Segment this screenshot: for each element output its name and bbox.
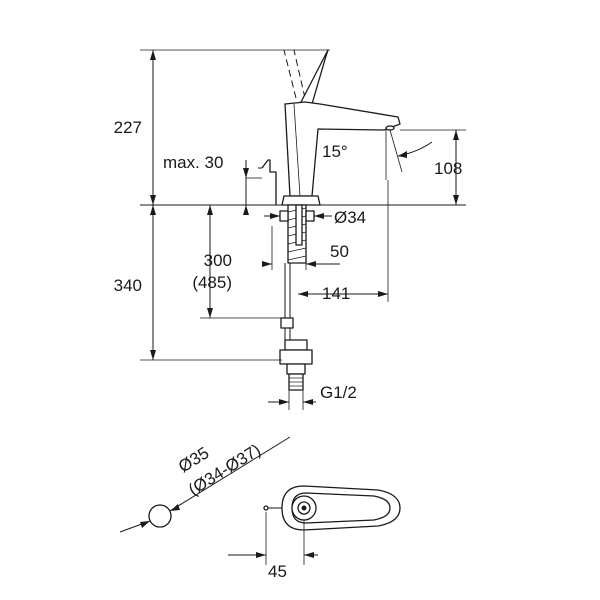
angle-valve xyxy=(279,339,313,391)
dimension-227: 227 xyxy=(114,49,330,205)
dimension-108-label: 108 xyxy=(434,159,462,178)
dimension-50: 50 xyxy=(262,226,349,270)
dimension-45-label: 45 xyxy=(268,562,287,581)
dimension-diameter-34-label: Ø34 xyxy=(334,208,366,227)
dimension-diameter-34: Ø34 xyxy=(264,208,366,227)
lever-open-position xyxy=(283,49,306,99)
flexible-hose xyxy=(280,263,294,340)
aerator xyxy=(385,125,395,131)
dimension-max-30-label: max. 30 xyxy=(163,153,223,172)
dimension-141: 141 xyxy=(298,180,389,303)
faucet-body-edge xyxy=(293,103,301,197)
dimension-45: 45 xyxy=(228,512,318,581)
dimension-485-label: (485) xyxy=(192,273,232,292)
mounting-shank xyxy=(279,204,315,264)
dimension-g1-2-label: G1/2 xyxy=(320,383,357,402)
dimension-max-30: max. 30 xyxy=(163,153,262,215)
dimension-300-label: 300 xyxy=(204,251,232,270)
faucet-base xyxy=(281,195,321,206)
dimension-g1-2: G1/2 xyxy=(268,383,357,410)
lever xyxy=(299,49,329,105)
dimension-50-label: 50 xyxy=(330,242,349,261)
dimension-227-label: 227 xyxy=(114,118,142,137)
dimension-340: 340 xyxy=(114,205,282,361)
dimension-15-degree-label: 15° xyxy=(322,142,348,161)
plan-mounting-hole: Ø35 (Ø34-Ø37) xyxy=(119,436,291,533)
dimension-15-degree: 15° xyxy=(322,129,433,180)
dimension-340-label: 340 xyxy=(114,276,142,295)
dimension-141-label: 141 xyxy=(322,284,350,303)
dimension-300: 300 (485) xyxy=(192,205,281,319)
dimension-108: 108 xyxy=(400,129,466,205)
pop-up-rod xyxy=(261,159,277,205)
plan-faucet-top xyxy=(263,485,401,531)
